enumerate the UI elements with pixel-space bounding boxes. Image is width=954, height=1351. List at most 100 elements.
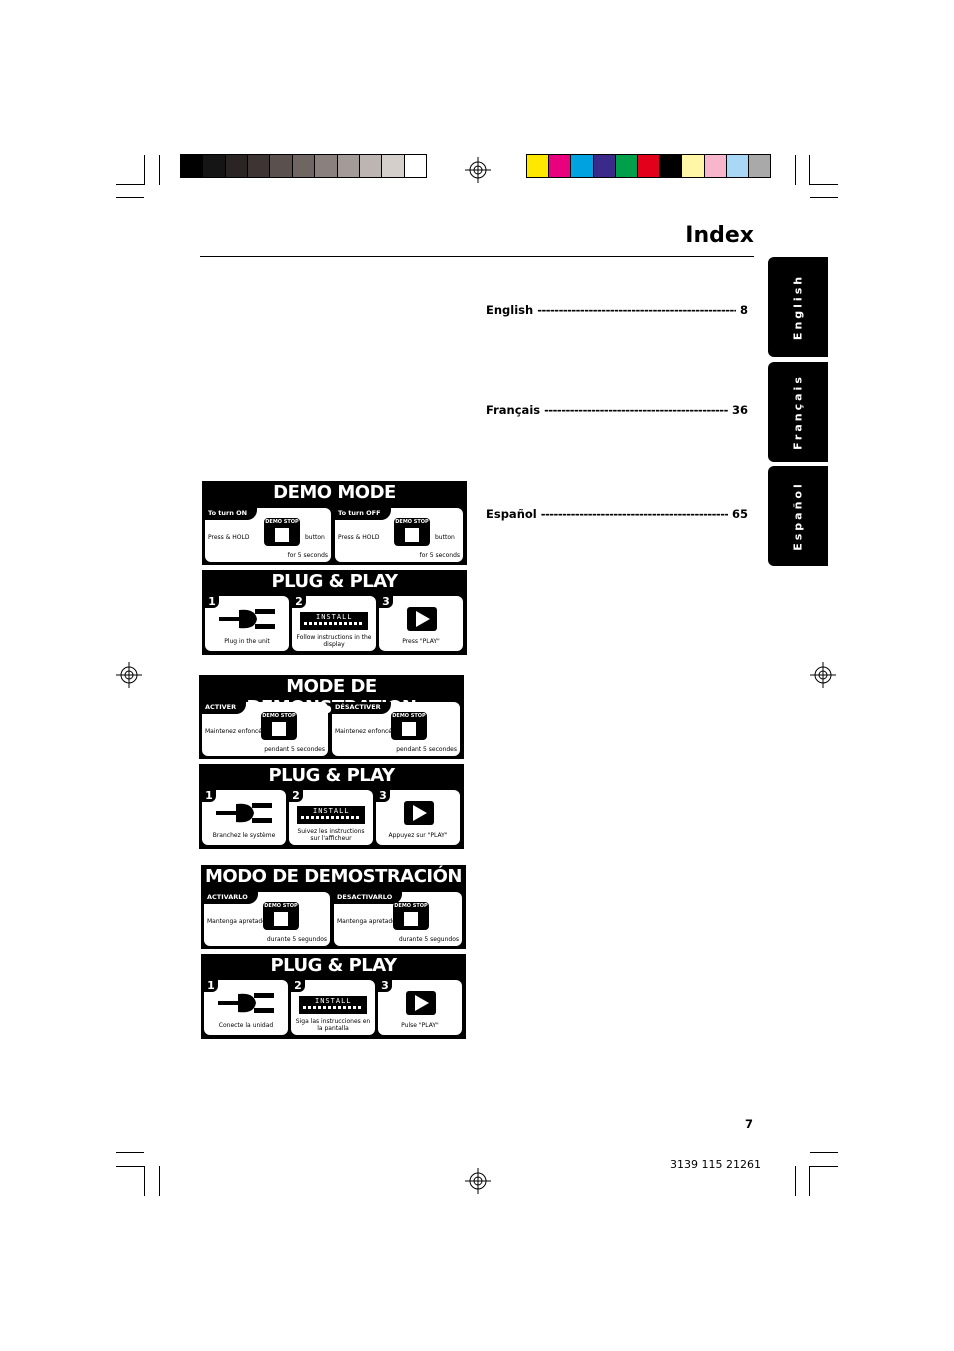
demo-stop-button[interactable]: DEMO STOP (394, 518, 430, 546)
entry-leader: ----------------------------------------… (544, 403, 728, 417)
seconds-text: durante 5 segundos (398, 936, 459, 943)
tab-espanol[interactable]: Español (768, 466, 828, 566)
step-1-card: 1 Conecte la unidad (204, 979, 288, 1035)
index-entry-francais[interactable]: Français -------------------------------… (486, 403, 748, 417)
color-swatch (315, 155, 338, 177)
index-entry-english[interactable]: English --------------------------------… (486, 303, 748, 317)
tab-label: Français (791, 374, 805, 450)
crop-mark (116, 184, 144, 185)
step-3-text: Press "PLAY" (402, 638, 440, 645)
step-1-text: Branchez le système (212, 832, 276, 839)
color-swatch (704, 155, 727, 177)
step-number: 3 (378, 979, 392, 992)
play-icon (415, 995, 429, 1011)
registration-mark-icon (810, 662, 836, 688)
entry-leader: ----------------------------------------… (540, 507, 728, 521)
color-swatch (682, 155, 705, 177)
color-swatch (382, 155, 405, 177)
color-swatch (593, 155, 616, 177)
demo-mode-title: MODO DE DEMOSTRACIÓN (205, 866, 463, 887)
turn-on-card: ACTIVARLO Mantenga apretado el botón DEM… (204, 892, 330, 946)
color-swatch (527, 155, 550, 177)
demo-stop-button[interactable]: DEMO STOP (391, 712, 427, 740)
demo-stop-button[interactable]: DEMO STOP (393, 902, 429, 930)
turn-off-card: To turn OFF Press & HOLD DEMO STOP butto… (335, 508, 463, 562)
display-text: INSTALL (315, 997, 352, 1005)
seconds-text: durante 5 segundos (266, 936, 327, 943)
demo-stop-button[interactable]: DEMO STOP (264, 518, 300, 546)
turn-on-label: ACTIVARLO (204, 892, 258, 904)
button-text: button (435, 534, 455, 541)
step-1-text: Plug in the unit (224, 638, 270, 645)
color-swatch (248, 155, 271, 177)
plug-icon (219, 609, 275, 629)
turn-on-card: To turn ON Press & HOLD DEMO STOP button… (205, 508, 331, 562)
crop-mark (809, 155, 810, 185)
display-screen: INSTALL (299, 996, 367, 1014)
color-swatch (726, 155, 749, 177)
plug-and-play-title: PLUG & PLAY (270, 955, 397, 976)
turn-off-card: DESACTIVARLO Mantenga apretado el botón … (334, 892, 462, 946)
entry-leader: ----------------------------------------… (537, 303, 736, 317)
color-swatch (748, 155, 771, 177)
color-swatch (615, 155, 638, 177)
demo-stop-button[interactable]: DEMO STOP (261, 712, 297, 740)
step-number: 2 (289, 789, 303, 802)
color-swatch (404, 155, 426, 177)
plug-and-play-title: PLUG & PLAY (271, 571, 398, 592)
color-swatch (203, 155, 226, 177)
play-button[interactable] (406, 991, 436, 1015)
step-1-text: Conecte la unidad (218, 1022, 274, 1029)
demo-stop-label: DEMO STOP (392, 713, 426, 719)
color-strip (526, 154, 771, 178)
entry-page: 65 (731, 507, 748, 521)
step-1-card: 1 Plug in the unit (205, 595, 289, 651)
tab-english[interactable]: English (768, 257, 828, 357)
registration-mark-icon (465, 1168, 491, 1194)
demo-mode-panel: MODO DE DEMOSTRACIÓN ACTIVARLO Mantenga … (201, 865, 466, 949)
seconds-text: for 5 seconds (419, 552, 460, 559)
demo-mode-panel: MODE DE DEMONSTRATION ACTIVER Maintenez … (199, 675, 464, 759)
color-swatch (571, 155, 594, 177)
page-number: 7 (745, 1117, 754, 1131)
step-3-card: 3 Press "PLAY" (379, 595, 463, 651)
crop-mark (116, 1166, 144, 1167)
step-number: 3 (376, 789, 390, 802)
index-entry-espanol[interactable]: Español --------------------------------… (486, 507, 748, 521)
demo-stop-label: DEMO STOP (394, 903, 428, 909)
color-swatch (637, 155, 661, 177)
tab-francais[interactable]: Français (768, 362, 828, 462)
crop-mark (810, 197, 838, 198)
crop-mark (159, 155, 160, 185)
entry-language: English (486, 303, 534, 317)
step-2-text: Suivez les instructions sur l'afficheur (297, 828, 365, 842)
step-1-card: 1 Branchez le système (202, 789, 286, 845)
seconds-text: pendant 5 secondes (396, 746, 457, 753)
step-number: 3 (379, 595, 393, 608)
step-2-card: 2 INSTALL Suivez les instructions sur l'… (289, 789, 373, 845)
tab-label: Español (791, 481, 805, 551)
crop-mark (795, 155, 796, 185)
step-2-card: 2 INSTALL Siga las instrucciones en la p… (291, 979, 375, 1035)
display-screen: INSTALL (300, 612, 368, 630)
turn-off-label: DÉSACTIVER (332, 702, 391, 714)
entry-language: Español (486, 507, 537, 521)
step-number: 1 (202, 789, 216, 802)
grayscale-strip (180, 154, 427, 178)
crop-mark (810, 1152, 838, 1153)
play-button[interactable] (407, 607, 437, 631)
step-number: 2 (291, 979, 305, 992)
display-text: INSTALL (313, 807, 350, 815)
step-3-text: Pulse "PLAY" (401, 1022, 439, 1029)
color-swatch (549, 155, 572, 177)
step-3-card: 3 Pulse "PLAY" (378, 979, 462, 1035)
document-code: 3139 115 21261 (670, 1158, 761, 1171)
step-number: 2 (292, 595, 306, 608)
crop-mark (795, 1166, 796, 1196)
seconds-text: for 5 seconds (287, 552, 328, 559)
demo-stop-button[interactable]: DEMO STOP (263, 902, 299, 930)
step-2-text: Follow instructions in the display (296, 634, 372, 648)
play-button[interactable] (404, 801, 434, 825)
demo-stop-label: DEMO STOP (262, 713, 296, 719)
color-swatch (181, 155, 204, 177)
